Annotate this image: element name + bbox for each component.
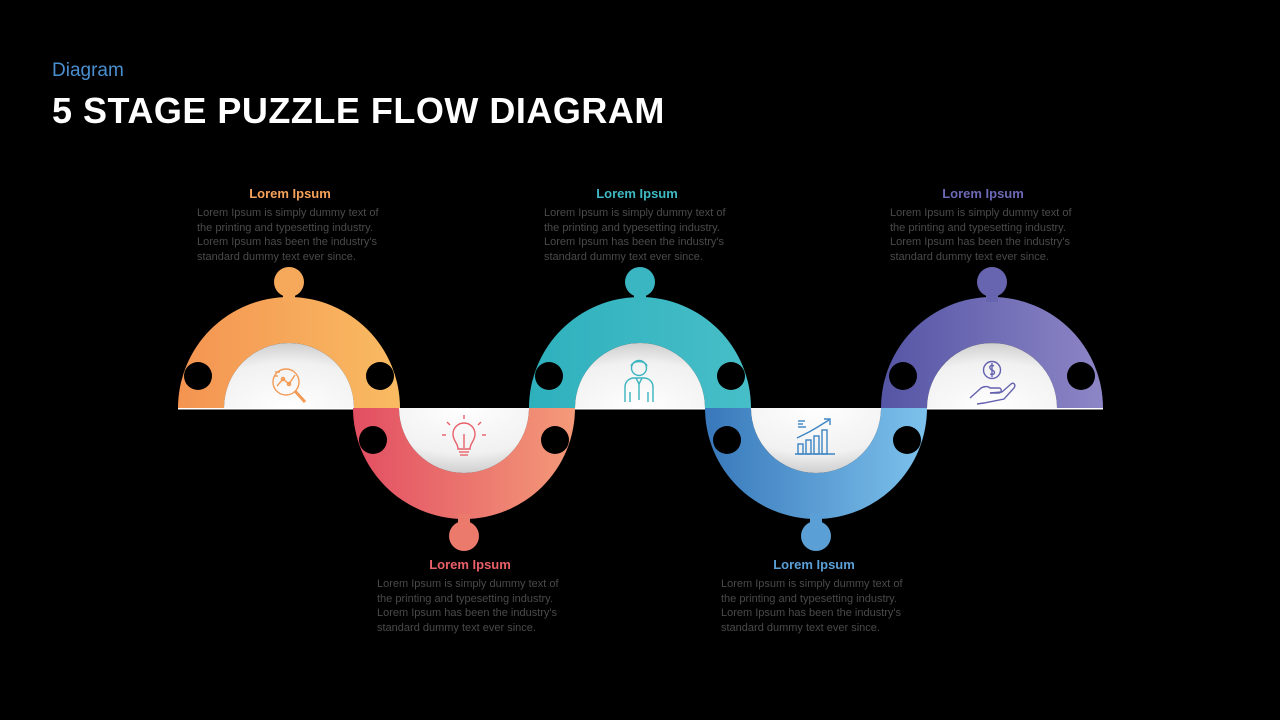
stage-2-body: Lorem Ipsum is simply dummy text of the …	[377, 578, 559, 634]
stage-2-heading: Lorem Ipsum	[429, 557, 511, 572]
page-title: 5 STAGE PUZZLE FLOW DIAGRAM	[52, 90, 665, 131]
baseline-strip	[178, 408, 1103, 410]
stage-1-piece	[178, 267, 400, 408]
businessman-icon	[624, 359, 654, 402]
stage-4-heading: Lorem Ipsum	[773, 557, 855, 572]
stage-3-piece	[529, 267, 751, 408]
stage-3-body: Lorem Ipsum is simply dummy text of the …	[544, 207, 726, 263]
stage-3-text: Lorem Ipsum Lorem Ipsum is simply dummy …	[532, 186, 742, 264]
stage-4-piece	[705, 408, 927, 551]
stage-5-heading: Lorem Ipsum	[942, 186, 1024, 201]
stage-5-body: Lorem Ipsum is simply dummy text of the …	[890, 207, 1072, 263]
magnifier-chart-icon	[272, 368, 307, 404]
lightbulb-icon	[442, 415, 486, 456]
stage-5-text: Lorem Ipsum Lorem Ipsum is simply dummy …	[878, 186, 1088, 264]
stage-3-heading: Lorem Ipsum	[596, 186, 678, 201]
stage-2-text: Lorem Ipsum Lorem Ipsum is simply dummy …	[365, 557, 575, 635]
stage-2-piece	[353, 408, 575, 551]
diagram-subtitle: Diagram	[52, 60, 124, 81]
stage-1-heading: Lorem Ipsum	[249, 186, 331, 201]
money-hand-icon	[969, 360, 1016, 405]
stage-5-piece	[881, 267, 1103, 408]
stage-4-text: Lorem Ipsum Lorem Ipsum is simply dummy …	[709, 557, 919, 635]
stage-1-body: Lorem Ipsum is simply dummy text of the …	[197, 207, 379, 263]
stage-1-text: Lorem Ipsum Lorem Ipsum is simply dummy …	[185, 186, 395, 264]
stage-4-body: Lorem Ipsum is simply dummy text of the …	[721, 578, 903, 634]
growth-chart-icon	[795, 418, 835, 455]
